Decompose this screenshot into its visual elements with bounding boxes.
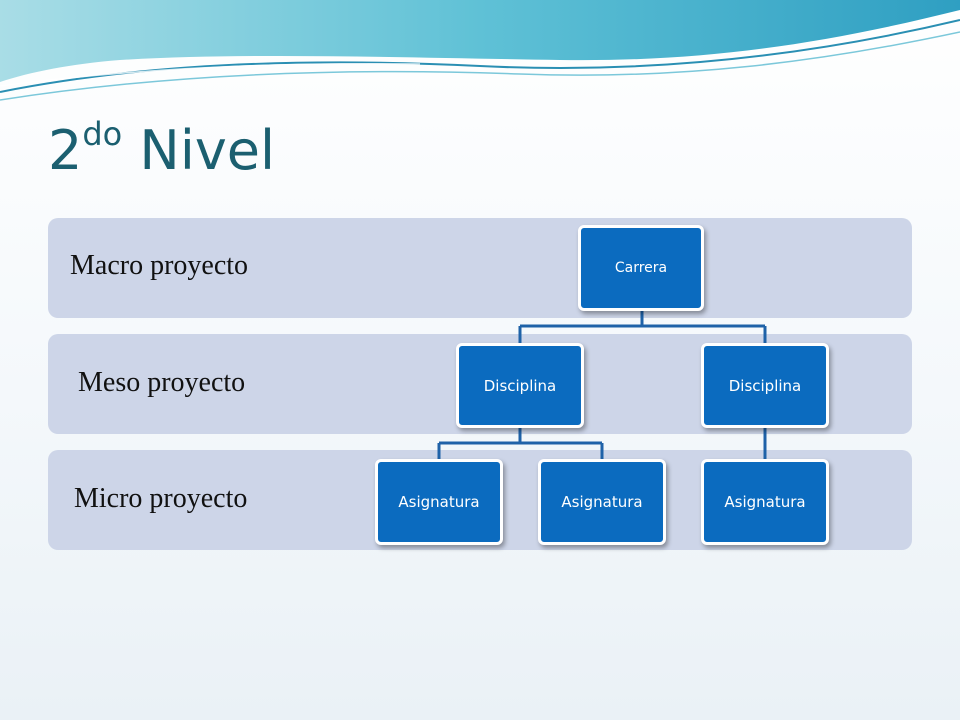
band-label-meso: Meso proyecto (78, 367, 246, 398)
node-disciplina-2: Disciplina (701, 343, 829, 428)
band-label-macro: Macro proyecto (70, 250, 249, 281)
wave-header-decoration (0, 0, 960, 101)
title-superscript: do (82, 115, 123, 153)
connector-carrera-disciplinas (518, 310, 767, 344)
node-asignatura-2: Asignatura (538, 459, 666, 545)
connector-disciplina1-asignaturas (437, 427, 604, 460)
node-asignatura-1: Asignatura (375, 459, 503, 545)
title-word: Nivel (139, 119, 276, 182)
node-carrera: Carrera (578, 225, 704, 311)
band-label-micro: Micro proyecto (74, 483, 248, 514)
band-macro (48, 218, 912, 318)
slide-title: 2do Nivel (48, 118, 275, 178)
title-number: 2 (48, 119, 83, 182)
node-asignatura-3: Asignatura (701, 459, 829, 545)
node-disciplina-1: Disciplina (456, 343, 584, 428)
